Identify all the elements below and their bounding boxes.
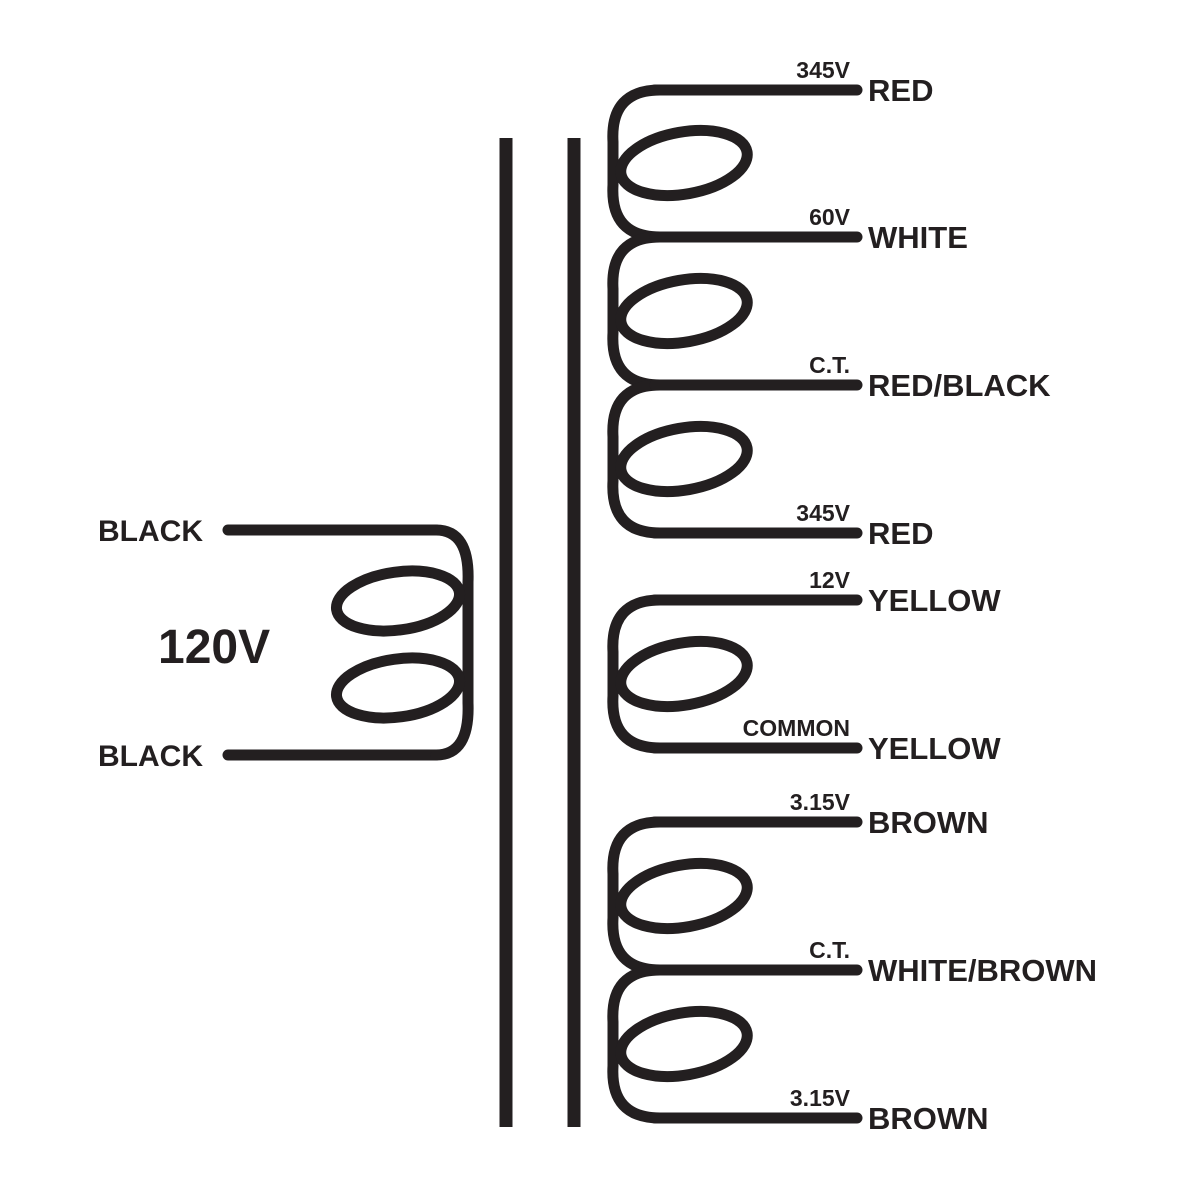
- secondary-coil-loop-0: [615, 125, 753, 201]
- primary-winding: BLACK BLACK 120V: [98, 515, 474, 773]
- secondary-winding-12v: 12V YELLOW COMMON YELLOW: [607, 567, 1001, 766]
- secondary-coil-loop-1: [615, 273, 753, 349]
- secondary-lead-2-tap-label: C.T.: [809, 352, 850, 378]
- transformer-core: [499, 138, 581, 1127]
- primary-coil-loop-2: [330, 652, 466, 724]
- secondary-lead-4-tap-label: 12V: [809, 567, 851, 593]
- primary-top-lead-label: BLACK: [98, 515, 203, 548]
- secondary-lead-6-tap-label: 3.15V: [790, 789, 851, 815]
- primary-coil-loop-1: [330, 565, 466, 637]
- secondary-lead-7-wire-label: WHITE/BROWN: [868, 953, 1097, 988]
- secondary-lead-8-tap-label: 3.15V: [790, 1085, 851, 1111]
- secondary-lead-1-wire-label: WHITE: [868, 220, 968, 255]
- secondary-lead-7-tap-label: C.T.: [809, 937, 850, 963]
- secondary-coil-segment-3: [607, 594, 666, 754]
- secondary-lead-8-wire-label: BROWN: [868, 1101, 989, 1136]
- secondary-lead-0-wire-label: RED: [868, 73, 933, 108]
- secondary-lead-1-tap-label: 60V: [809, 204, 851, 230]
- secondary-lead-3-tap-label: 345V: [796, 500, 850, 526]
- secondary-lead-3-wire-label: RED: [868, 516, 933, 551]
- secondary-lead-5-wire-label: YELLOW: [868, 731, 1001, 766]
- secondary-coil-loop-4: [615, 858, 753, 934]
- primary-voltage-label: 120V: [158, 621, 270, 674]
- secondary-coil-segment-5: [607, 964, 666, 1124]
- secondary-coil-segment-2: [607, 379, 666, 539]
- secondary-coil-loop-3: [615, 636, 753, 712]
- secondary-coil-segment-4: [607, 816, 666, 976]
- secondary-winding-filament: 3.15V BROWN C.T. WHITE/BROWN 3.15V BROWN: [607, 789, 1097, 1136]
- secondary-winding-hv: 345V RED 60V WHITE C.T. RED/BLACK 345V R…: [607, 57, 1051, 551]
- secondary-lead-0-tap-label: 345V: [796, 57, 850, 83]
- secondary-coil-segment-0: [607, 84, 666, 243]
- secondary-lead-6-wire-label: BROWN: [868, 805, 989, 840]
- secondary-lead-5-tap-label: COMMON: [743, 715, 850, 741]
- secondary-coil-loop-2: [615, 421, 753, 497]
- secondary-lead-4-wire-label: YELLOW: [868, 583, 1001, 618]
- secondary-lead-2-wire-label: RED/BLACK: [868, 368, 1051, 403]
- secondary-coil-loop-5: [615, 1006, 753, 1082]
- primary-coil-spine: [430, 524, 474, 761]
- secondary-coil-segment-1: [607, 231, 666, 391]
- primary-bottom-lead-label: BLACK: [98, 740, 203, 773]
